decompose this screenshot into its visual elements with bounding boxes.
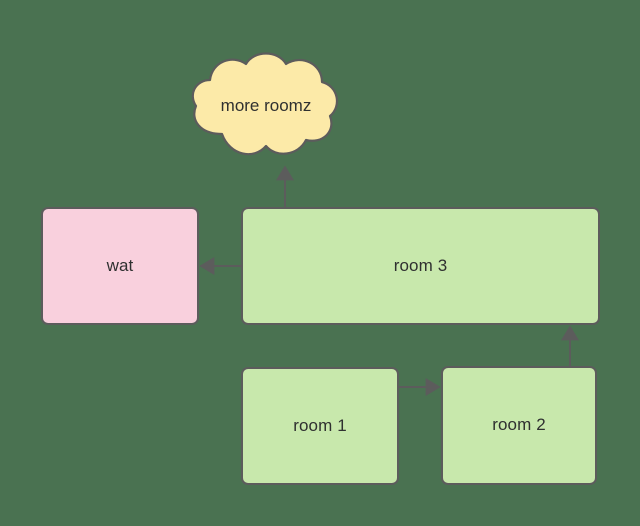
node-room-2[interactable]: room 2 (441, 366, 597, 485)
node-label-more-roomz: more roomz (220, 96, 312, 115)
node-label-room-2: room 2 (492, 415, 546, 435)
node-label-wat: wat (106, 255, 134, 275)
node-room-1[interactable]: room 1 (241, 367, 399, 485)
node-room-3[interactable]: room 3 (241, 207, 600, 325)
node-wat[interactable]: wat (41, 207, 199, 325)
node-more-roomz[interactable]: more roomz (186, 48, 346, 164)
node-label-room-1: room 1 (293, 415, 347, 435)
node-label-room-3: room 3 (393, 255, 448, 275)
cloud-shape-icon (191, 52, 339, 156)
